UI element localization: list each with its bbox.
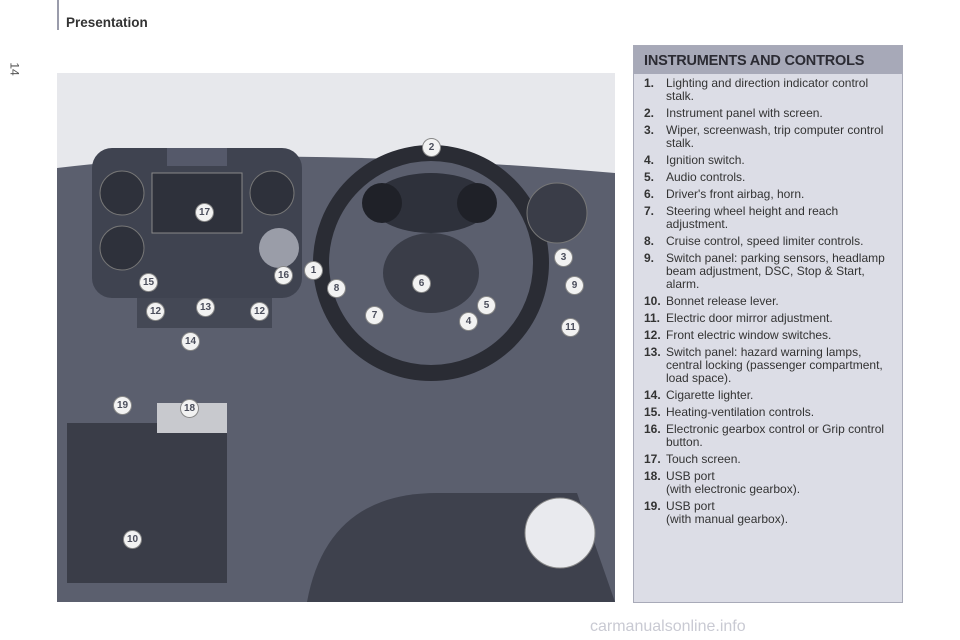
list-item: 19. USB port (with manual gearbox). — [644, 500, 894, 526]
item-text: Heating-ventilation controls. — [666, 405, 815, 419]
callout-marker: 16 — [275, 267, 292, 284]
watermark: carmanualsonline.info — [590, 618, 746, 635]
callout-marker: 1 — [305, 262, 322, 279]
callout-marker: 3 — [555, 249, 572, 266]
list-item: 4. Ignition switch. — [644, 154, 894, 167]
item-number: 17. — [644, 452, 661, 466]
item-number: 2. — [644, 106, 655, 120]
item-number: 16. — [644, 422, 661, 436]
item-number: 14. — [644, 388, 661, 402]
item-text: Lighting and direction indicator control… — [666, 76, 869, 103]
item-number: 12. — [644, 328, 661, 342]
list-item: 15. Heating-ventilation controls. — [644, 406, 894, 419]
item-text: Bonnet release lever. — [666, 294, 779, 308]
list-item: 7. Steering wheel height and reach adjust… — [644, 205, 894, 231]
list-item: 1. Lighting and direction indicator contr… — [644, 77, 894, 103]
callout-marker: 19 — [114, 397, 131, 414]
callout-marker: 8 — [328, 280, 345, 297]
item-number: 5. — [644, 170, 655, 184]
list-item: 17. Touch screen. — [644, 453, 894, 466]
item-text: Switch panel: hazard warning lamps, cent… — [666, 345, 883, 385]
item-number: 19. — [644, 499, 661, 513]
item-text: Touch screen. — [666, 452, 741, 466]
list-item: 5. Audio controls. — [644, 171, 894, 184]
item-number: 18. — [644, 469, 661, 483]
list-item: 2. Instrument panel with screen. — [644, 107, 894, 120]
list-item: 14. Cigarette lighter. — [644, 389, 894, 402]
callout-marker: 2 — [423, 139, 440, 156]
item-number: 9. — [644, 251, 655, 265]
instruments-panel: INSTRUMENTS AND CONTROLS 1. Lighting and … — [633, 45, 903, 603]
list-item: 13. Switch panel: hazard warning lamps, c… — [644, 346, 894, 385]
controls-list: 1. Lighting and direction indicator contr… — [634, 74, 902, 526]
callout-marker: 14 — [182, 333, 199, 350]
item-text: Steering wheel height and reach adjustme… — [666, 204, 839, 231]
callout-marker: 10 — [124, 531, 141, 548]
callout-marker: 4 — [460, 313, 477, 330]
list-item: 18. USB port (with electronic gearbox). — [644, 470, 894, 496]
item-text: Instrument panel with screen. — [666, 106, 823, 120]
callout-marker: 7 — [366, 307, 383, 324]
callout-marker: 17 — [196, 204, 213, 221]
dashboard-illustration — [57, 73, 615, 602]
item-text: Cruise control, speed limiter controls. — [666, 234, 864, 248]
dashboard-drawing — [57, 73, 615, 602]
list-item: 3. Wiper, screenwash, trip computer contr… — [644, 124, 894, 150]
header-bar — [57, 0, 59, 30]
callout-marker: 12 — [147, 303, 164, 320]
callout-marker: 13 — [197, 299, 214, 316]
item-number: 15. — [644, 405, 661, 419]
item-text: Cigarette lighter. — [666, 388, 754, 402]
item-number: 13. — [644, 345, 661, 359]
item-number: 3. — [644, 123, 655, 137]
item-text: USB port (with manual gearbox). — [666, 499, 789, 526]
item-number: 7. — [644, 204, 655, 218]
item-text: USB port (with electronic gearbox). — [666, 469, 801, 496]
item-text: Front electric window switches. — [666, 328, 832, 342]
item-text: Electronic gearbox control or Grip contr… — [666, 422, 885, 449]
item-text: Electric door mirror adjustment. — [666, 311, 833, 325]
list-item: 8. Cruise control, speed limiter controls… — [644, 235, 894, 248]
callout-marker: 5 — [478, 297, 495, 314]
item-number: 1. — [644, 76, 655, 90]
callout-marker: 9 — [566, 277, 583, 294]
callout-marker: 12 — [251, 303, 268, 320]
callout-marker: 6 — [413, 275, 430, 292]
item-text: Switch panel: parking sensors, headlamp … — [666, 251, 885, 291]
list-item: 16. Electronic gearbox control or Grip co… — [644, 423, 894, 449]
list-item: 6. Driver's front airbag, horn. — [644, 188, 894, 201]
list-item: 11. Electric door mirror adjustment. — [644, 312, 894, 325]
list-item: 9. Switch panel: parking sensors, headlam… — [644, 252, 894, 291]
item-number: 6. — [644, 187, 655, 201]
item-number: 10. — [644, 294, 661, 308]
callout-marker: 11 — [562, 319, 579, 336]
callout-marker: 15 — [140, 274, 157, 291]
list-item: 12. Front electric window switches. — [644, 329, 894, 342]
item-number: 8. — [644, 234, 655, 248]
panel-heading: INSTRUMENTS AND CONTROLS — [634, 46, 902, 74]
item-text: Audio controls. — [666, 170, 746, 184]
page-number: 14 — [7, 62, 22, 76]
item-number: 4. — [644, 153, 655, 167]
item-text: Ignition switch. — [666, 153, 745, 167]
item-text: Wiper, screenwash, trip computer control… — [666, 123, 884, 150]
item-number: 11. — [644, 311, 661, 325]
item-text: Driver's front airbag, horn. — [666, 187, 805, 201]
page-title: Presentation — [66, 15, 148, 30]
callout-marker: 18 — [181, 400, 198, 417]
list-item: 10. Bonnet release lever. — [644, 295, 894, 308]
